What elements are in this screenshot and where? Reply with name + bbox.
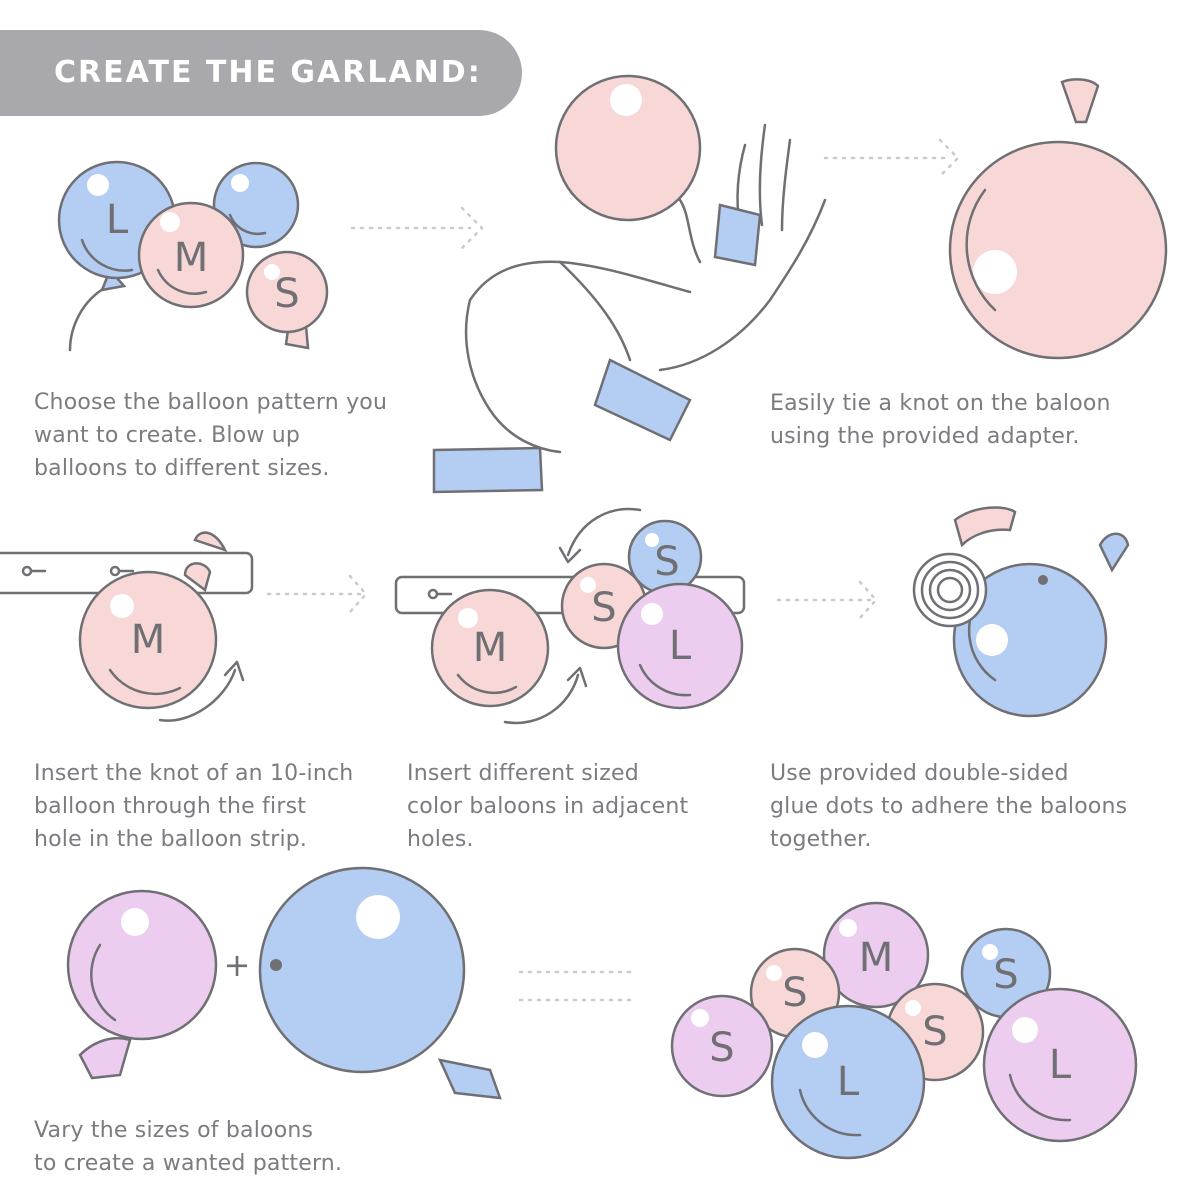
caption-line: Insert the knot of an 10-inch	[34, 761, 354, 786]
glue-dot-tab	[953, 506, 1017, 548]
caption-line: to create a wanted pattern.	[34, 1151, 343, 1176]
right-sleeve-cuff	[593, 358, 692, 442]
caption-line: glue dots to adhere the baloons	[770, 794, 1128, 819]
balloon-knot	[1060, 78, 1100, 124]
caption-line: holes.	[407, 827, 474, 852]
balloon-pink-tied	[948, 140, 1168, 360]
letter-m: M	[131, 617, 166, 663]
caption-line: Easily tie a knot on the baloon	[770, 391, 1111, 416]
balloon-pink-inflated	[554, 74, 702, 222]
caption-line: together.	[770, 827, 872, 852]
caption-line: Choose the balloon pattern you	[34, 390, 388, 415]
caption-line: using the provided adapter.	[770, 424, 1080, 449]
caption-line: Use provided double-sided	[770, 761, 1069, 786]
step6-caption: Vary the sizes of baloons to create a wa…	[34, 1114, 342, 1180]
step8-garland: M S S S S L L	[670, 901, 1138, 1160]
letter-l: L	[837, 1059, 860, 1105]
step2-caption: Easily tie a knot on the baloon using th…	[770, 387, 1111, 453]
plus-sign: +	[224, 946, 251, 984]
letter-s: S	[993, 952, 1018, 998]
letter-m: M	[859, 935, 894, 981]
rotate-arrow	[503, 673, 580, 725]
letter-s: S	[922, 1009, 947, 1055]
balloon-knot	[1098, 532, 1130, 573]
balloon-lilac	[66, 889, 218, 1041]
letter-m: M	[473, 625, 508, 671]
page-title: CREATE THE GARLAND:	[54, 55, 482, 90]
step5-strip: M S S L	[394, 507, 746, 725]
caption-line: Insert different sized	[407, 761, 639, 786]
step3-tied-balloon	[948, 78, 1168, 360]
caption-line: balloon through the first	[34, 794, 307, 819]
left-sleeve-cuff	[432, 446, 544, 494]
letter-s: S	[654, 539, 679, 585]
step7-pair: +	[66, 866, 502, 1100]
rotate-arrow	[566, 507, 642, 557]
knot-adapter	[713, 203, 762, 267]
rotate-arrow	[158, 668, 237, 722]
letter-l: L	[669, 623, 692, 669]
glue-dot-roll	[912, 552, 988, 628]
step6-glue-dots	[912, 506, 1130, 718]
step2-hands	[432, 74, 827, 494]
step5-caption: Use provided double-sided glue dots to a…	[770, 757, 1127, 856]
caption-line: hole in the balloon strip.	[34, 827, 308, 852]
balloon-knot	[437, 1058, 502, 1100]
balloon-string	[68, 283, 112, 352]
letter-s: S	[591, 585, 616, 631]
balloon-blue	[258, 866, 466, 1074]
caption-line: color baloons in adjacent	[407, 794, 689, 819]
step1-caption: Choose the balloon pattern you want to c…	[34, 386, 387, 485]
step4-strip: M	[0, 531, 254, 722]
letter-s: S	[709, 1025, 734, 1071]
caption-line: want to create. Blow up	[34, 423, 301, 448]
step4-caption: Insert different sized color baloons in …	[407, 757, 688, 856]
letter-l: L	[106, 197, 129, 243]
letter-s: S	[782, 970, 807, 1016]
step3-caption: Insert the knot of an 10-inch balloon th…	[34, 757, 353, 856]
balloon-knot	[78, 1036, 132, 1080]
step1-balloons: L M S	[57, 160, 329, 352]
letter-m: M	[174, 235, 209, 281]
caption-line: Vary the sizes of baloons	[34, 1118, 314, 1143]
caption-line: balloons to different sizes.	[34, 456, 330, 481]
balloon-knot	[193, 531, 228, 553]
title-banner: CREATE THE GARLAND:	[0, 30, 522, 116]
letter-l: L	[1049, 1042, 1072, 1088]
letter-s: S	[274, 271, 299, 317]
